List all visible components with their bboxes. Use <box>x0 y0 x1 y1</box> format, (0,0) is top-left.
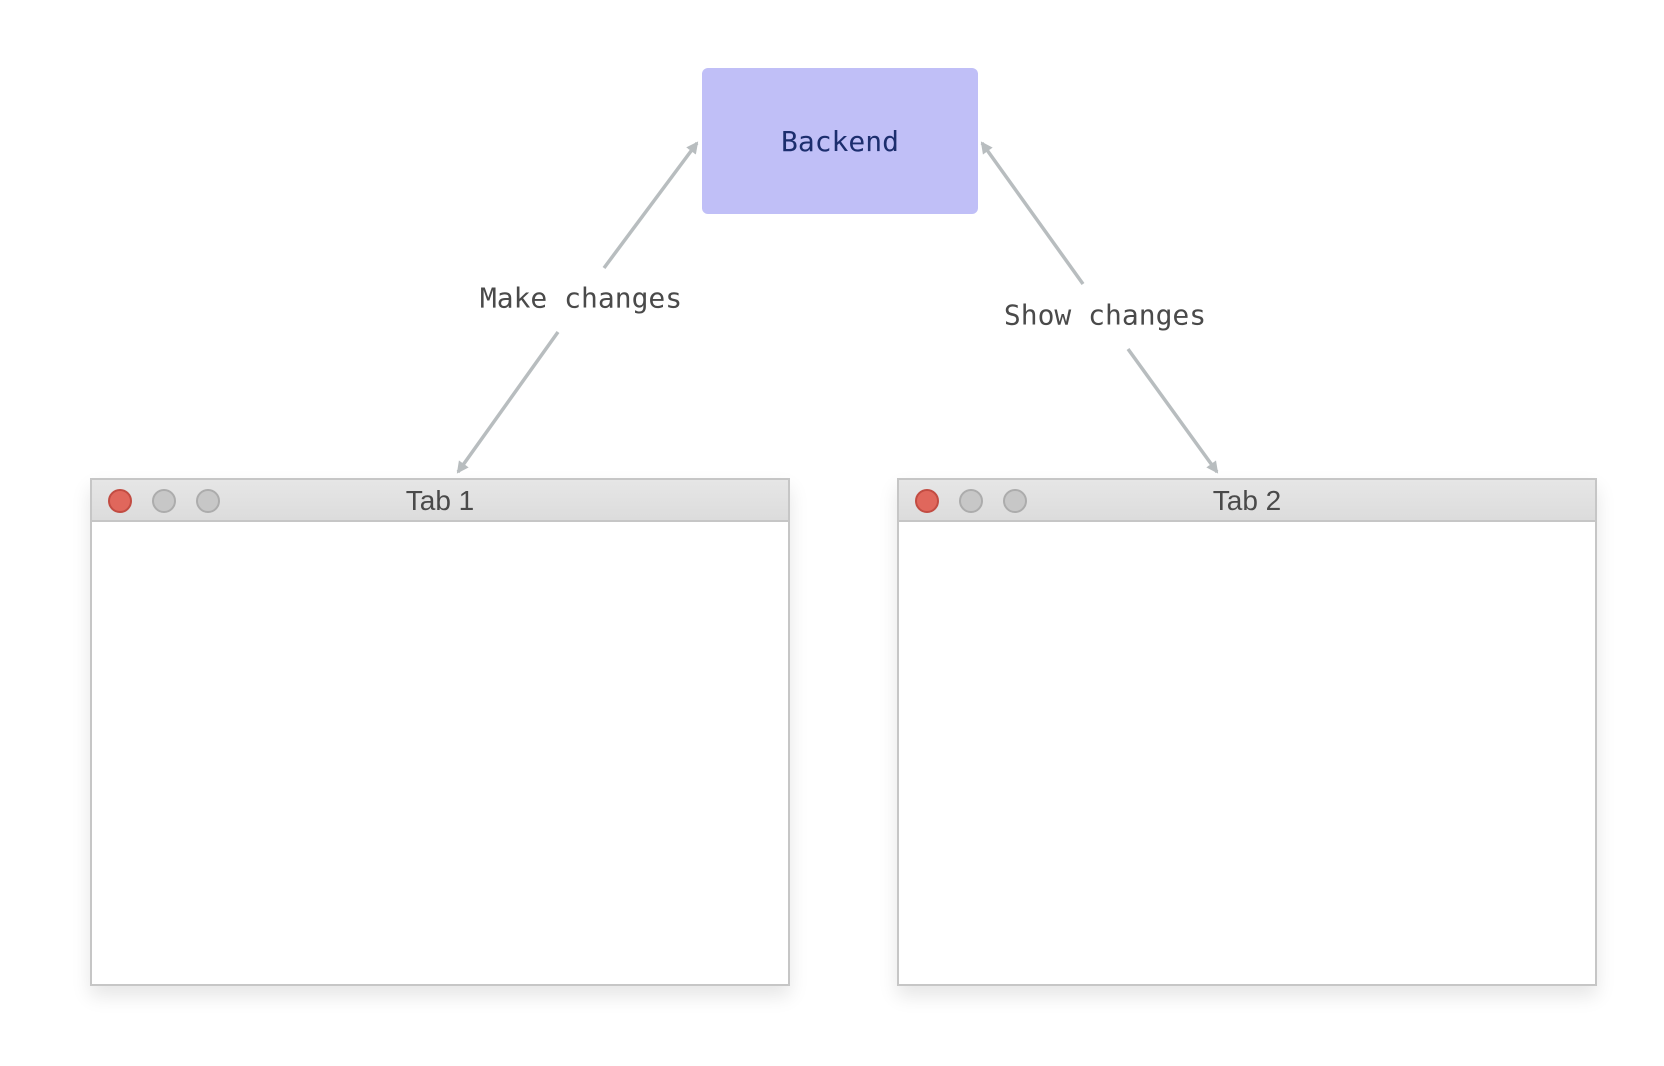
make-changes-label: Make changes <box>475 279 687 317</box>
backend-node: Backend <box>702 68 978 214</box>
close-icon[interactable] <box>108 489 132 513</box>
tab-2-titlebar[interactable]: Tab 2 <box>899 480 1595 522</box>
close-icon[interactable] <box>915 489 939 513</box>
minimize-icon[interactable] <box>959 489 983 513</box>
tab-1-title: Tab 1 <box>405 485 475 516</box>
tab-2-window: Tab 2 <box>897 478 1597 986</box>
tab-1-content <box>92 522 788 984</box>
maximize-icon[interactable] <box>1003 489 1027 513</box>
tab-1-window: Tab 1 <box>90 478 790 986</box>
tab-2-content <box>899 522 1595 984</box>
show-changes-label: Show changes <box>999 296 1211 334</box>
make-changes-arrow-up <box>602 141 699 270</box>
maximize-icon[interactable] <box>196 489 220 513</box>
make-changes-arrow-down <box>456 330 560 474</box>
tab-1-titlebar[interactable]: Tab 1 <box>92 480 788 522</box>
show-changes-arrow-down <box>1126 347 1219 474</box>
show-changes-arrow-up <box>980 141 1085 286</box>
minimize-icon[interactable] <box>152 489 176 513</box>
tab-2-title: Tab 2 <box>1212 485 1282 516</box>
backend-label: Backend <box>780 124 899 158</box>
